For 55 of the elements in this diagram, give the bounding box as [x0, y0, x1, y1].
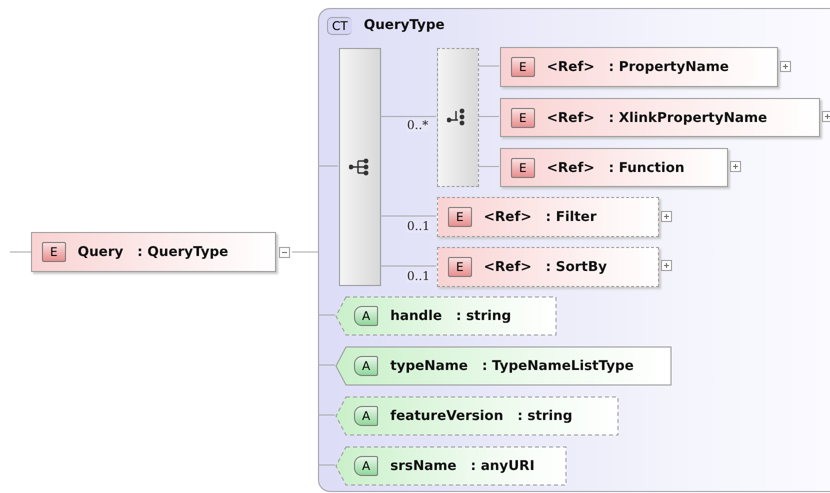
element-name: featureVersion	[390, 408, 504, 424]
cardinality-label: 0..1	[406, 220, 431, 233]
attribute-box	[336, 347, 671, 385]
element-badge: E	[448, 207, 472, 227]
attribute-box	[336, 297, 556, 335]
element-name: srsName	[390, 458, 457, 474]
connector-line	[318, 314, 336, 316]
complex-type-panel	[318, 8, 830, 492]
connector-line	[318, 414, 336, 416]
element-box	[500, 148, 728, 187]
element-name: typeName	[390, 358, 468, 374]
cardinality-label: 0..1	[406, 270, 431, 283]
attribute-badge: A	[354, 306, 378, 326]
element-badge: E	[511, 108, 535, 128]
element-badge: E	[448, 257, 472, 277]
type-name: : Filter	[546, 209, 596, 225]
complex-type-badge: CT	[327, 17, 352, 35]
connector-line	[380, 116, 436, 117]
element-box	[500, 47, 778, 87]
element-box	[31, 232, 276, 272]
type-name: : TypeNameListType	[482, 358, 634, 374]
attribute-box	[336, 397, 618, 435]
type-name: : Function	[608, 160, 684, 176]
element-name: QueryType	[364, 17, 445, 33]
element-name: handle	[390, 308, 442, 324]
type-name: : XlinkPropertyName	[608, 110, 768, 126]
type-name: : anyURI	[470, 458, 535, 474]
element-box	[500, 98, 820, 137]
type-name: : SortBy	[546, 259, 607, 275]
element-name: <Ref>	[546, 110, 595, 126]
connector-line	[478, 166, 500, 167]
type-name: : string	[517, 408, 572, 424]
cardinality-label: 0..*	[406, 118, 430, 132]
element-name: <Ref>	[484, 209, 532, 225]
element-name: Query	[78, 244, 124, 260]
choice-bar	[437, 48, 479, 187]
attribute-badge: A	[354, 456, 378, 476]
element-badge: E	[511, 158, 535, 178]
element-name: <Ref>	[484, 259, 532, 275]
attribute-badge: A	[354, 356, 378, 376]
type-name: : string	[456, 308, 512, 324]
attribute-box	[336, 447, 566, 485]
element-name: <Ref>	[546, 59, 595, 75]
optional-element-box	[437, 197, 659, 237]
optional-element-box	[437, 247, 659, 287]
type-name: : QueryType	[137, 244, 228, 260]
element-name: <Ref>	[546, 160, 595, 176]
element-badge: E	[42, 242, 66, 262]
connector-line	[318, 364, 336, 366]
attribute-badge: A	[354, 406, 378, 426]
type-name: : PropertyName	[608, 59, 729, 75]
sequence-bar	[339, 48, 381, 286]
connector-line	[318, 464, 336, 466]
element-badge: E	[511, 57, 535, 77]
connector-line	[478, 116, 500, 117]
